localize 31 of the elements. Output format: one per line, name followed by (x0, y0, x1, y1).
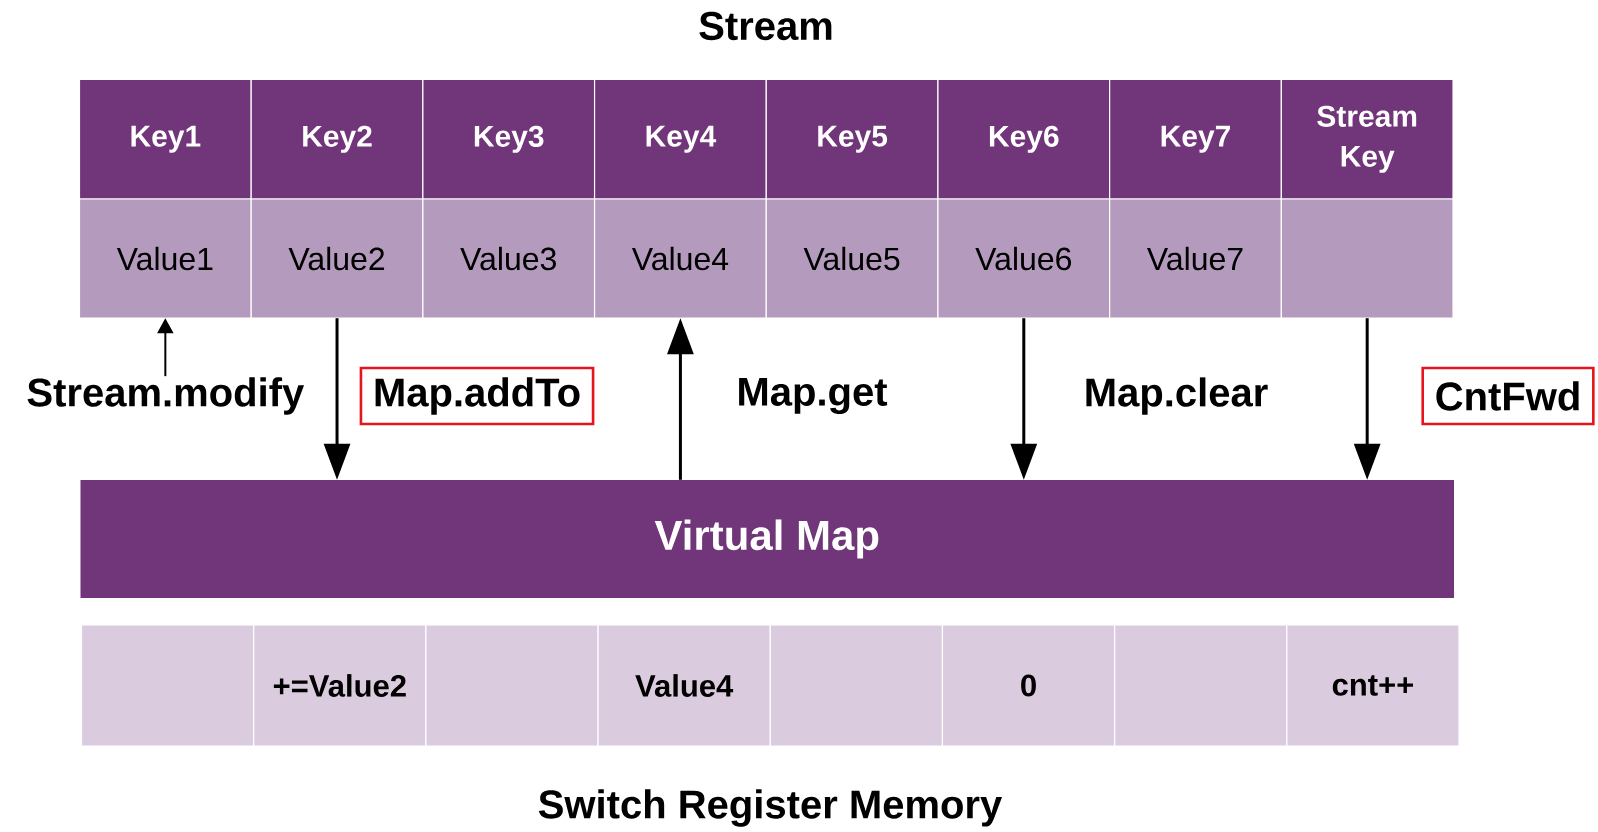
virtual-map-band: Virtual Map (80, 480, 1455, 598)
key-cell: Key4 (593, 78, 767, 200)
key-cell: Key1 (78, 78, 252, 200)
title: Stream (699, 11, 832, 41)
key-cell: Stream Key (1280, 78, 1454, 200)
key-cell: Key2 (250, 78, 424, 200)
operation-label: Stream.modify (27, 377, 305, 415)
value-cell: Value5 (765, 198, 939, 319)
key-cell: Key7 (1109, 78, 1282, 200)
highlighted-label: Map.addTo (359, 366, 595, 426)
memory-cell: 0 (941, 624, 1116, 747)
edge-label: Map.get (734, 376, 890, 416)
memory-cell (425, 624, 599, 747)
value-cell: Value3 (422, 198, 596, 319)
memory-cell: cnt++ (1286, 624, 1460, 747)
value-cell: Value2 (250, 198, 424, 319)
memory-cell (1114, 624, 1288, 747)
key-cell: Key3 (422, 78, 596, 200)
value-cell: Value4 (593, 198, 767, 319)
value-cell: Value7 (1109, 198, 1282, 319)
value-cell: Value6 (937, 198, 1111, 319)
key-cell: Key5 (765, 78, 939, 200)
memory-cell (80, 624, 255, 747)
highlighted-label: CntFwd (1421, 366, 1595, 426)
memory-cell (769, 624, 944, 747)
memory-cell: +=Value2 (253, 624, 427, 747)
edge-label: Map.clear (1081, 375, 1271, 417)
memory-cell: Value4 (597, 624, 771, 747)
value-cell: Value1 (78, 198, 252, 319)
caption: Switch Register Memory (538, 789, 1003, 827)
key-cell: Key6 (937, 78, 1111, 200)
